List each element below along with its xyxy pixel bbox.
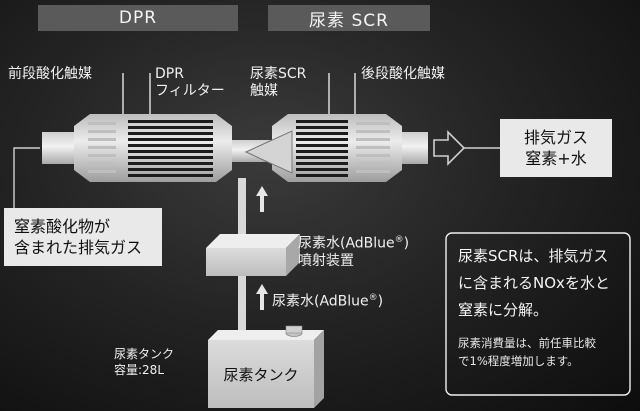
info-box: 尿素SCRは、排気ガス に含まれるNOxを水と 窒素に分解。 尿素消費量は、前任…: [458, 243, 626, 370]
input-gas-box: 窒素酸化物が 含まれた排気ガス: [4, 208, 162, 266]
inlet-pipe: [42, 132, 74, 164]
info-note-2: で1%程度増加します。: [458, 354, 579, 368]
scr-canister: [244, 114, 402, 182]
info-box-frame: [445, 232, 631, 396]
dpr-header: DPR: [38, 5, 238, 31]
dpr-canister: [74, 114, 232, 182]
dpr-header-text: DPR: [118, 8, 158, 28]
pre-oxidation-catalyst-text: 前段酸化触媒: [8, 66, 92, 82]
info-line-2: に含まれるNOxを水と: [458, 274, 610, 292]
injector-label: 尿素水(AdBlue®) 噴射装置: [298, 232, 409, 270]
tank-capacity-text-1: 尿素タンク: [114, 347, 175, 361]
urea-tank: [208, 325, 324, 408]
info-line-1: 尿素SCRは、排気ガス: [458, 247, 609, 265]
scr-header-text: 尿素 SCR: [309, 10, 389, 31]
urea-scr-catalyst-text-2: 触媒: [250, 83, 278, 99]
post-oxidation-catalyst-label: 後段酸化触媒: [361, 66, 445, 83]
input-gas-text-1: 窒素酸化物が: [14, 217, 111, 236]
dpr-filter-stripes: [128, 120, 213, 177]
pre-oxidation-catalyst-label: 前段酸化触媒: [8, 66, 92, 83]
post-oxidation-catalyst-text: 後段酸化触媒: [361, 66, 445, 82]
urea-tank-text: 尿素タンク: [223, 365, 299, 384]
dpr-filter-label: DPR フィルター: [155, 66, 225, 100]
urea-scr-catalyst-text-1: 尿素SCR: [250, 66, 307, 82]
exhaust-output-box: 排気ガス 窒素+水: [500, 119, 612, 177]
flow-up-arrows: [256, 186, 268, 310]
info-note-text: 尿素消費量は、前任車比較 で1%程度増加します。: [458, 334, 626, 370]
info-note-1: 尿素消費量は、前任車比較: [458, 336, 596, 350]
exhaust-output-text-2: 窒素+水: [525, 149, 587, 168]
injector-device: [206, 234, 300, 276]
leader-lines: [122, 73, 356, 118]
dpr-filter-text-1: DPR: [155, 66, 184, 82]
scr-catalyst-stripes: [296, 120, 348, 177]
injector-text-1: 尿素水(AdBlue®): [298, 235, 410, 252]
outlet-arrow: [433, 130, 466, 166]
tank-capacity-label: 尿素タンク 容量:28L: [114, 346, 174, 378]
info-main-text: 尿素SCRは、排気ガス に含まれるNOxを水と 窒素に分解。: [458, 243, 626, 324]
injector-text-2: 噴射装置: [298, 252, 354, 269]
input-gas-text-2: 含まれた排気ガス: [14, 238, 143, 257]
urea-supply-line: [238, 178, 246, 334]
feed-line-label: 尿素水(AdBlue®): [272, 293, 384, 310]
dpr-filter-text-2: フィルター: [155, 83, 225, 99]
exhaust-output-text-1: 排気ガス: [523, 128, 588, 147]
info-line-3: 窒素に分解。: [458, 301, 549, 319]
scr-header: 尿素 SCR: [268, 5, 430, 31]
urea-scr-catalyst-label: 尿素SCR 触媒: [250, 66, 306, 100]
outlet-pipe: [402, 132, 428, 164]
tank-capacity-text-2: 容量:28L: [114, 363, 164, 377]
urea-tank-label: 尿素タンク: [208, 340, 314, 408]
